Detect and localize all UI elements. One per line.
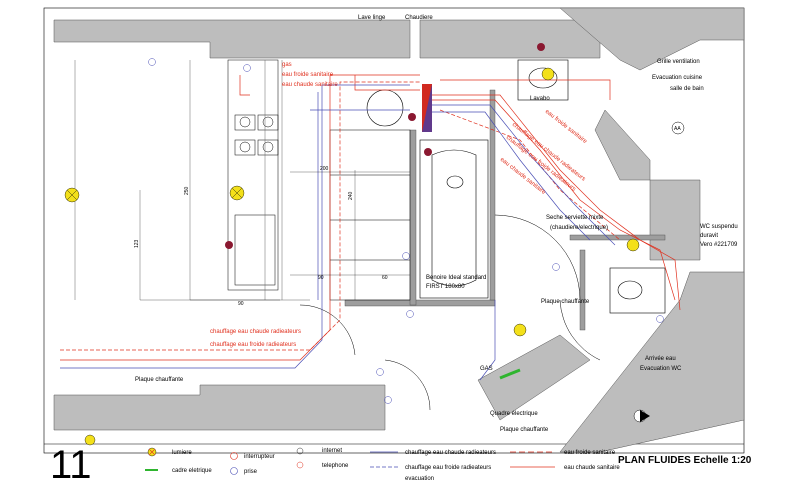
bathtub (419, 139, 489, 299)
legend-ecs: eau chaude sanitaire (564, 465, 620, 471)
legend-cfr: chauffage eau froide radieateurs (405, 465, 491, 471)
dim-250: 250 (184, 186, 190, 195)
label-arrivee-1: Arrivée eau (645, 356, 676, 362)
legend-telephone: telephone (322, 463, 349, 469)
washing-machine (366, 89, 404, 127)
sheet-frame (43, 7, 745, 454)
legend-evac: evacuation (405, 476, 434, 480)
label-plaque-left: Plaque chauffante (135, 377, 184, 383)
pipe-label-cfr: chauffage eau froide radieateurs (210, 342, 296, 348)
label-evac-cuisine-2: salle de bain (670, 86, 704, 92)
section-symbol-top (671, 121, 685, 135)
pipe-label-gas: gas (282, 62, 292, 68)
legend-lumiere: lumiere (172, 450, 192, 456)
label-baignoire-1: Benoire Ideal standard (426, 275, 486, 281)
label-quadre: Quadre électrique (490, 411, 538, 417)
pipe-label-ecs: eau chaude sanitaire (282, 82, 338, 88)
dim-200: 200 (320, 166, 329, 172)
pipes-red-dashed (60, 81, 621, 351)
light-fixtures (64, 67, 640, 446)
pipe-label-efs: eau froide sanitaire (282, 72, 334, 78)
legend-chr: chauffage eau chaude radieateurs (405, 450, 496, 456)
dimension-lines (139, 60, 410, 301)
pipes-evacuation (74, 60, 310, 301)
socket-markers (148, 58, 664, 404)
dim-240: 240 (348, 191, 354, 200)
label-wc-3: Vero #221709 (700, 242, 738, 248)
legend-efs: eau froide sanitaire (564, 450, 616, 456)
exterior-walls (53, 7, 745, 453)
label-grille: Grille ventilation (657, 59, 700, 65)
power-markers (225, 43, 545, 249)
label-arrivee-2: Evacuation WC (640, 366, 682, 372)
legend-internet: internet (322, 448, 342, 454)
label-gas-small: GAS (480, 366, 493, 372)
kitchen-counter (227, 59, 411, 301)
pipe-label-diag-3: eau froide sanitaire (544, 109, 588, 146)
door-swings (299, 214, 601, 411)
label-seche-2: (chaudiere/electrique) (550, 225, 608, 231)
label-wc-2: duravit (700, 233, 718, 239)
legend-interrupteur: interrupteur (244, 454, 275, 460)
label-lave-linge: Lave linge (358, 15, 386, 21)
section-arrow (640, 410, 650, 422)
pipes-blue (60, 84, 616, 381)
label-chaudiere: Chaudiere (405, 15, 433, 21)
legend-symbols (145, 447, 555, 475)
dim-123: 123 (134, 239, 140, 248)
legend-cadre: cadre eletrique (172, 468, 212, 474)
chaudiere-red (422, 84, 432, 132)
dim-60: 60 (382, 275, 388, 281)
label-baignoire-2: FIRST 180x80 (426, 284, 465, 290)
quadre-marker (499, 368, 521, 380)
plan-title: PLAN FLUIDES Echelle 1:20 (618, 455, 752, 466)
pipe-label-chr: chauffage eau chaude radieateurs (210, 329, 301, 335)
label-plaque-bottom: Plaque chauffante (500, 427, 549, 433)
dim-90a: 90 (318, 275, 324, 281)
wc-toilet (609, 267, 666, 314)
label-plaque-right: Plaque chauffante (541, 299, 590, 305)
stove-burners (239, 116, 274, 153)
label-lavabo: Lavabo (530, 96, 550, 102)
label-seche-1: Seche serviette mixte (546, 215, 604, 221)
label-wc-1: WC suspendu (700, 224, 738, 230)
label-evac-cuisine-1: Evacuation cuisine (652, 75, 703, 81)
sheet-number: 11 (50, 443, 92, 480)
legend-prise: prise (244, 469, 258, 475)
dim-90b: 90 (238, 301, 244, 307)
label-section-mark: AA (674, 126, 681, 132)
